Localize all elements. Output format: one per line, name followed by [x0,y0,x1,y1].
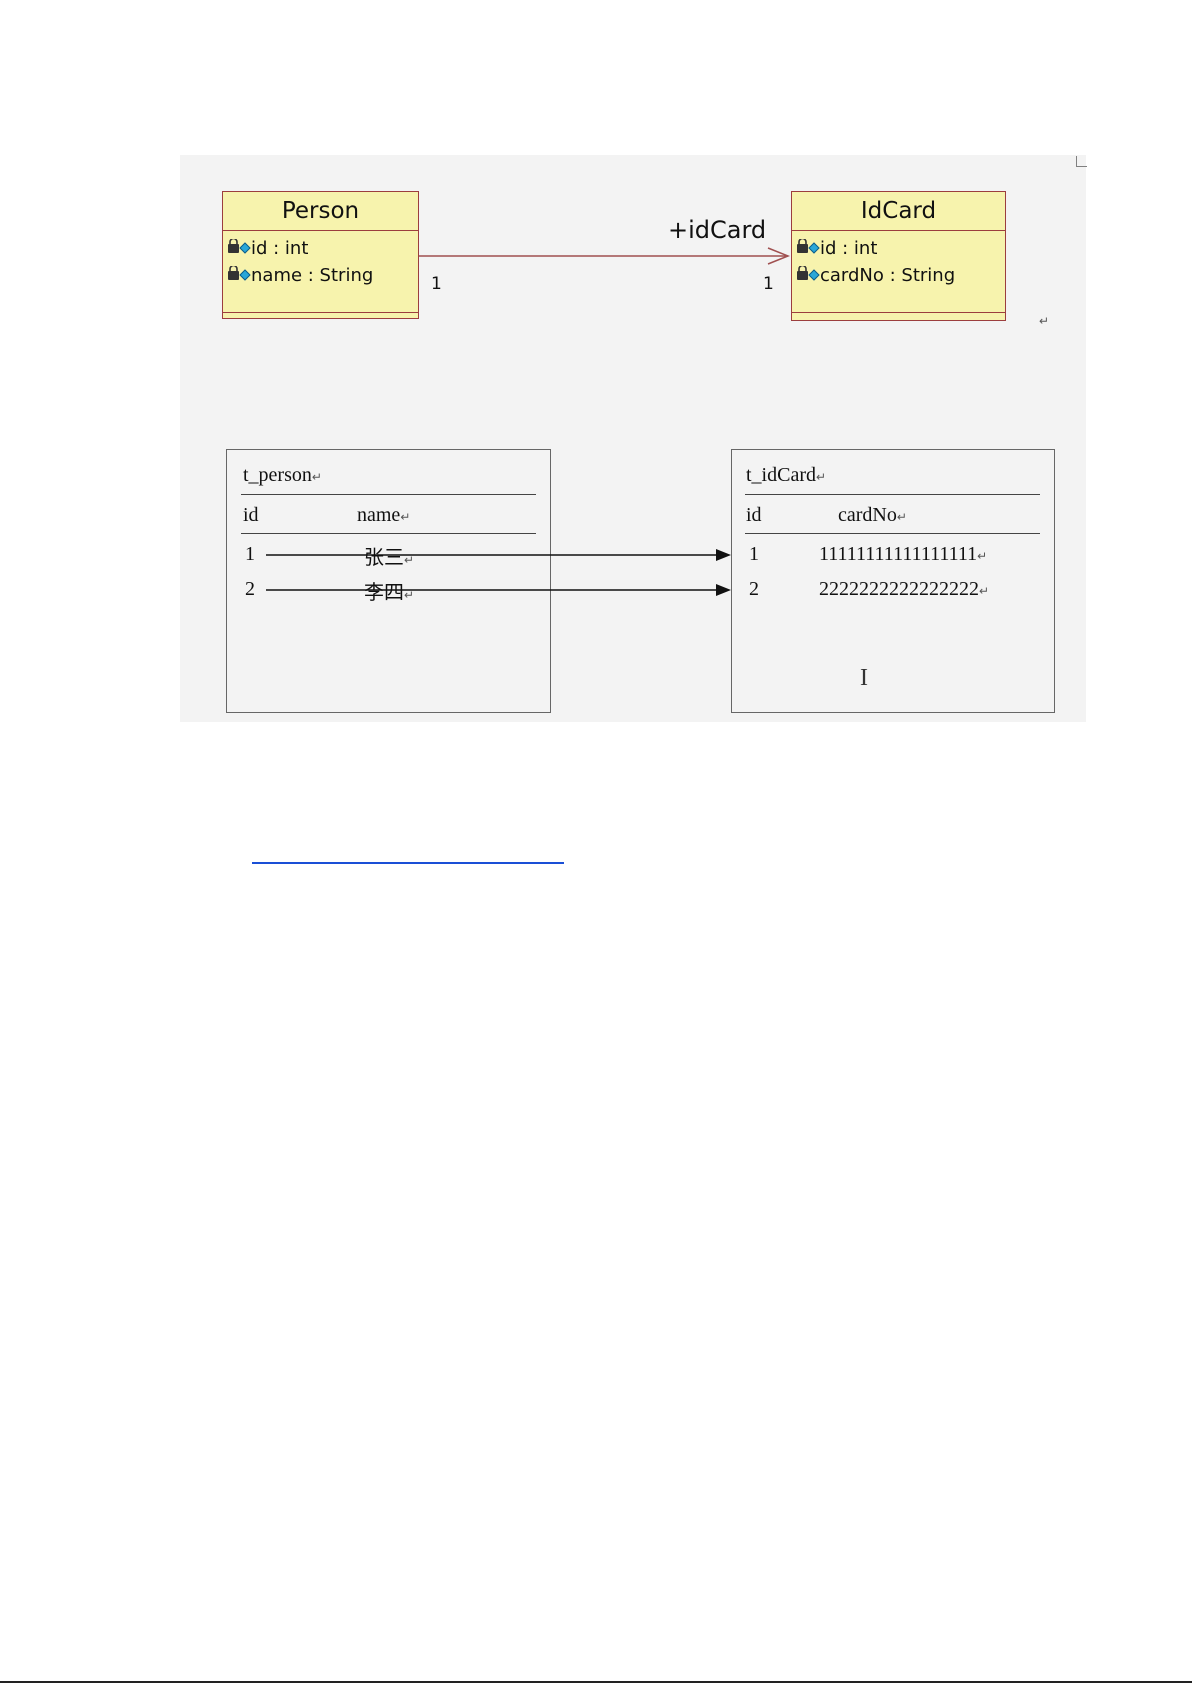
private-attribute-icon [228,266,251,281]
text-cursor-icon: I [860,665,868,691]
paragraph-mark: ↵ [979,584,990,598]
uml-attribute: name : String [223,262,418,289]
table-header-cell-text: name [357,504,401,526]
table-title-person-text: t_person [243,464,312,486]
association-role-label: +idCard [668,216,767,244]
table-header-cell: id [243,504,259,526]
link-underline[interactable] [252,862,564,864]
paragraph-mark: ↵ [400,510,411,524]
row-link-arrowhead [716,584,731,596]
table-rule [241,494,536,495]
uml-attribute-text: cardNo : String [820,265,956,286]
table-cell: 2 [245,578,255,600]
uml-attribute-text: id : int [251,238,309,259]
paragraph-mark: ↵ [816,470,827,484]
uml-class-idcard-attributes: id : int cardNo : String [792,231,1005,313]
table-cell: 张三↵ [364,541,414,570]
table-header-cell-text: cardNo [838,504,897,526]
table-cell-text: 李四 [364,580,404,604]
uml-class-person: Person id : int name : String [222,191,419,319]
table-cell-text: 2222222222222222 [819,578,979,600]
paragraph-mark: ↵ [977,549,988,563]
table-cell: 11111111111111111↵ [819,543,987,566]
table-title-idcard-text: t_idCard [746,464,816,486]
uml-attribute: id : int [792,235,1005,262]
row-link-arrowhead [716,549,731,561]
page-corner-mark [1076,156,1087,167]
table-cell-text: 张三 [364,545,404,569]
uml-class-person-name: Person [223,192,418,231]
table-cell-text: 11111111111111111 [819,543,978,565]
uml-attribute: cardNo : String [792,262,1005,289]
table-cell: 李四↵ [364,576,414,605]
paragraph-mark: ↵ [311,470,322,484]
private-attribute-icon [228,239,251,254]
paragraph-mark: ↵ [1039,314,1050,328]
table-header-cell: id [746,504,762,526]
page-bottom-rule [0,1681,1192,1683]
table-title-idcard: t_idCard↵ [746,464,826,487]
association-arrowhead [767,247,791,265]
table-title-person: t_person↵ [243,464,322,487]
association-target-multiplicity: 1 [763,274,774,294]
uml-class-idcard: IdCard id : int cardNo : String [791,191,1006,321]
table-header-cell: cardNo↵ [838,504,907,527]
uml-class-person-attributes: id : int name : String [223,231,418,313]
table-rule [745,494,1040,495]
uml-class-idcard-name: IdCard [792,192,1005,231]
paragraph-mark: ↵ [404,588,415,602]
uml-attribute: id : int [223,235,418,262]
table-box-person [226,449,551,713]
uml-attribute-text: id : int [820,238,878,259]
table-cell: 1 [245,543,255,565]
paragraph-mark: ↵ [404,553,415,567]
private-attribute-icon [797,266,820,281]
uml-attribute-text: name : String [251,265,374,286]
table-cell: 1 [749,543,759,565]
private-attribute-icon [797,239,820,254]
table-rule [241,533,536,534]
paragraph-mark: ↵ [896,510,907,524]
association-source-multiplicity: 1 [431,274,442,294]
table-header-cell: name↵ [357,504,410,527]
table-box-idcard [731,449,1055,713]
table-rule [745,533,1040,534]
table-cell: 2222222222222222↵ [819,578,989,601]
table-cell: 2 [749,578,759,600]
